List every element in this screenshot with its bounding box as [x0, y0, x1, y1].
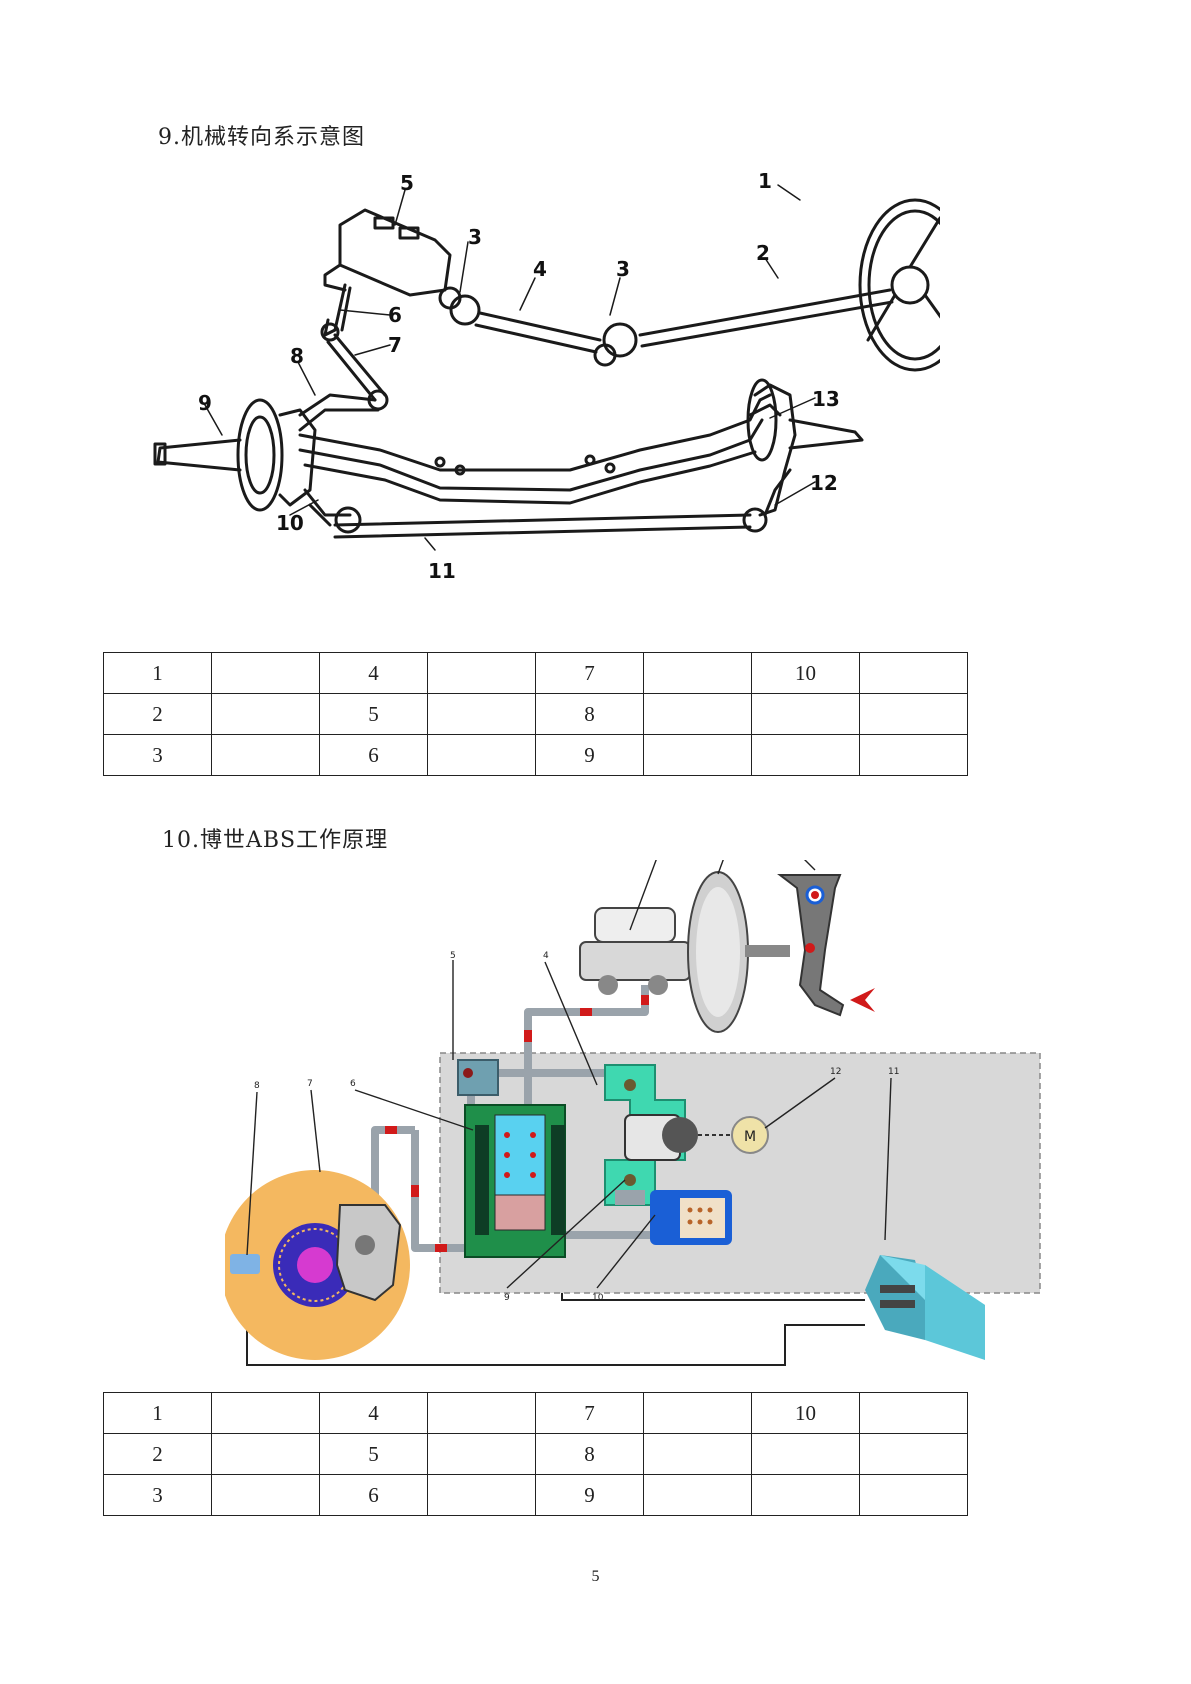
master-cylinder [579, 941, 691, 981]
answer-cell[interactable] [427, 734, 536, 776]
table-cell: 1 [103, 652, 212, 694]
table-cell: 9 [535, 1474, 644, 1516]
table-row: 3 6 9 [103, 734, 968, 776]
table-cell: 2 [103, 693, 212, 735]
answer-cell[interactable] [643, 734, 752, 776]
answer-cell[interactable] [859, 693, 968, 735]
callout-4: 4 [533, 257, 547, 281]
abs-callout-12: 12 [830, 1067, 841, 1077]
callout-5: 5 [400, 171, 414, 195]
abs-callout-7: 7 [307, 1079, 313, 1089]
answer-cell[interactable] [427, 1474, 536, 1516]
table-row: 1 4 7 10 [103, 1392, 968, 1434]
answer-cell[interactable] [211, 734, 320, 776]
answer-cell[interactable] [427, 1392, 536, 1434]
answer-cell[interactable] [211, 1392, 320, 1434]
table-cell: 10 [751, 652, 860, 694]
wheel-speed-sensor [230, 1254, 260, 1274]
motor-letter: M [744, 1129, 756, 1145]
answer-cell[interactable] [211, 1433, 320, 1475]
ecu [865, 1255, 985, 1360]
answer-cell[interactable] [859, 1474, 968, 1516]
steering-gear-box [338, 208, 452, 297]
answer-cell[interactable] [859, 1433, 968, 1475]
page-number: 5 [591, 1568, 600, 1585]
table-cell: 4 [319, 1392, 428, 1434]
answer-cell[interactable] [859, 652, 968, 694]
table-cell [751, 693, 860, 735]
table-cell: 10 [751, 1392, 860, 1434]
table-cell: 8 [535, 693, 644, 735]
callout-12: 12 [810, 471, 838, 495]
steering-wheel [858, 198, 940, 372]
callout-3b: 3 [616, 257, 630, 281]
table-row: 3 6 9 [103, 1474, 968, 1516]
table-row: 2 5 8 [103, 1433, 968, 1475]
table-cell [751, 1433, 860, 1475]
steering-parts-table: 1 4 7 10 2 5 8 3 6 9 [103, 652, 968, 776]
callout-7: 7 [388, 333, 402, 357]
section9-title: 9.机械转向系示意图 [158, 125, 365, 150]
table-cell: 3 [103, 734, 212, 776]
pump-motor [731, 1116, 769, 1154]
table-cell: 2 [103, 1433, 212, 1475]
table-row: 2 5 8 [103, 693, 968, 735]
abs-callout-10: 10 [592, 1293, 604, 1303]
callout-11: 11 [428, 559, 456, 583]
abs-callout-4: 4 [543, 951, 549, 961]
answer-cell[interactable] [643, 1474, 752, 1516]
table-cell: 5 [319, 1433, 428, 1475]
pedal-force-arrow [850, 980, 905, 1012]
answer-cell[interactable] [859, 1392, 968, 1434]
callout-9: 9 [198, 391, 212, 415]
callout-2: 2 [756, 241, 770, 265]
table-cell: 9 [535, 734, 644, 776]
answer-cell[interactable] [211, 1474, 320, 1516]
callout-10: 10 [276, 511, 304, 535]
abs-callout-5: 5 [450, 951, 456, 961]
table-cell: 5 [319, 693, 428, 735]
pump-eccentric [662, 1117, 698, 1153]
answer-cell[interactable] [859, 734, 968, 776]
answer-cell[interactable] [643, 1433, 752, 1475]
callout-6: 6 [388, 303, 402, 327]
callout-13: 13 [812, 387, 840, 411]
callout-1: 1 [758, 170, 772, 193]
answer-cell[interactable] [211, 652, 320, 694]
abs-callout-6: 6 [350, 1079, 356, 1089]
section10-title: 10.博世ABS工作原理 [162, 828, 389, 853]
answer-cell[interactable] [643, 693, 752, 735]
callout-8: 8 [290, 344, 304, 368]
table-cell [751, 1474, 860, 1516]
answer-cell[interactable] [643, 652, 752, 694]
tie-rod [333, 513, 752, 539]
abs-parts-table: 1 4 7 10 2 5 8 3 6 9 [103, 1392, 968, 1516]
table-cell [751, 734, 860, 776]
table-cell: 3 [103, 1474, 212, 1516]
table-cell: 7 [535, 652, 644, 694]
table-cell: 6 [319, 1474, 428, 1516]
abs-diagram: M 1 2 3 [225, 860, 1041, 1366]
table-cell: 8 [535, 1433, 644, 1475]
callout-3a: 3 [468, 225, 482, 249]
abs-callout-11: 11 [888, 1067, 899, 1077]
table-cell: 6 [319, 734, 428, 776]
answer-cell[interactable] [427, 652, 536, 694]
answer-cell[interactable] [427, 693, 536, 735]
table-cell: 4 [319, 652, 428, 694]
steering-system-diagram: 1 2 3 3 4 5 6 7 8 9 10 11 12 13 [153, 170, 940, 583]
answer-cell[interactable] [643, 1392, 752, 1434]
table-cell: 7 [535, 1392, 644, 1434]
answer-cell[interactable] [211, 693, 320, 735]
table-cell: 1 [103, 1392, 212, 1434]
flow-arrows [385, 995, 649, 1252]
abs-callout-9: 9 [504, 1293, 510, 1303]
abs-callout-8: 8 [254, 1081, 260, 1091]
answer-cell[interactable] [427, 1433, 536, 1475]
table-row: 1 4 7 10 [103, 652, 968, 694]
